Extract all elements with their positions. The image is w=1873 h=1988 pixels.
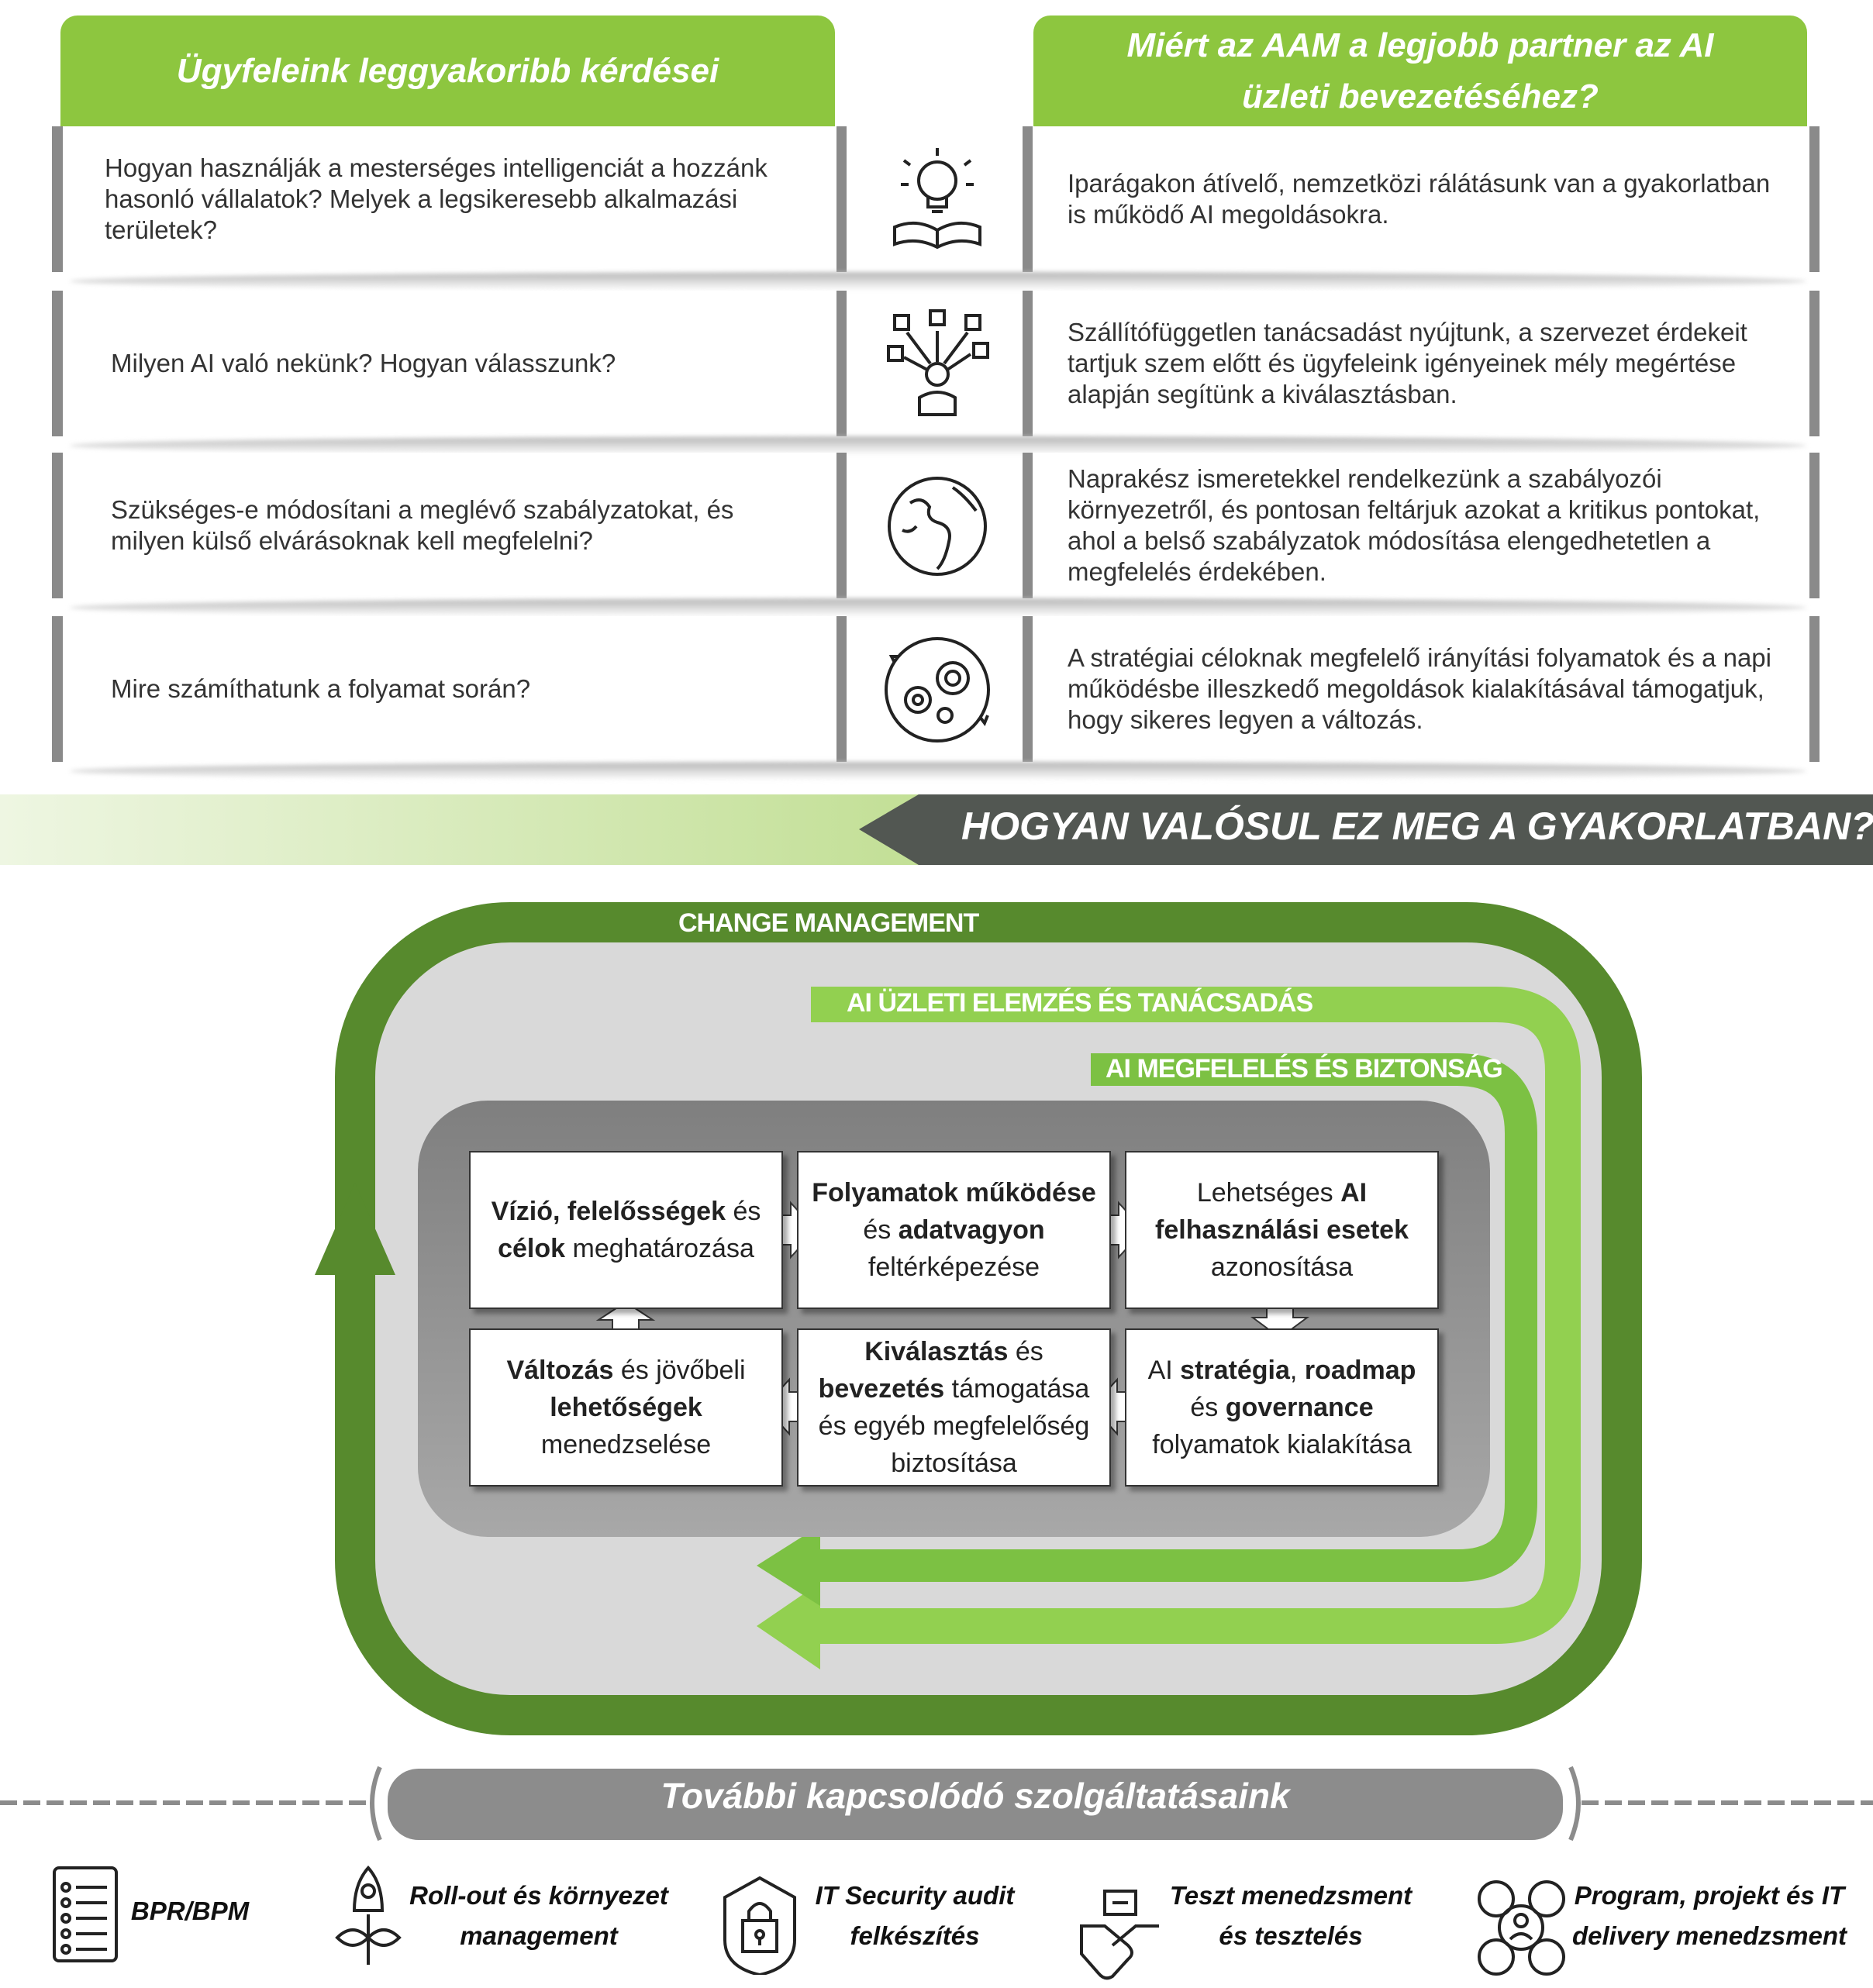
faq-answer: Iparágakon átívelő, nemzetközi rálátásun… xyxy=(1033,126,1809,272)
service-label: Teszt menedzsment és tesztelés xyxy=(1169,1881,1413,1950)
process-step: AI stratégia, roadmap és governance foly… xyxy=(1125,1328,1439,1487)
process-step: Folyamatok működése és adatvagyon feltér… xyxy=(797,1151,1111,1309)
person-choices-icon xyxy=(887,309,989,416)
up-arrow-icon xyxy=(315,1183,395,1275)
compliance-label: AI MEGFELELÉS ÉS BIZTONSÁG xyxy=(1106,1054,1503,1084)
shield-lock-icon xyxy=(723,1876,796,1977)
faq-question: Hogyan használják a mesterséges intellig… xyxy=(63,126,836,272)
faq-question: Milyen AI való nekünk? Hogyan válasszunk… xyxy=(63,291,836,436)
process-step: Lehetséges AI felhasználási esetek azono… xyxy=(1125,1151,1439,1309)
globe-icon xyxy=(888,477,987,576)
practice-banner: HOGYAN VALÓSUL EZ MEG A GYAKORLATBAN? xyxy=(0,794,1873,865)
lightbulb-book-icon xyxy=(893,148,981,250)
handshake-icon xyxy=(1080,1890,1159,1980)
arrow-up-icon xyxy=(595,1301,656,1331)
faq-answer: A stratégiai céloknak megfelelő irányítá… xyxy=(1033,616,1809,762)
process-step: Vízió, felelősségek és célok meghatározá… xyxy=(469,1151,783,1309)
business-analysis-band xyxy=(811,987,1581,1644)
services-header-graphic xyxy=(0,1766,1873,1842)
banner-title: HOGYAN VALÓSUL EZ MEG A GYAKORLATBAN? xyxy=(961,805,1873,848)
services-title: További kapcsolódó szolgáltatásaink xyxy=(661,1776,1290,1816)
faq-question: Mire számíthatunk a folyamat során? xyxy=(63,616,836,762)
band2-arrow-icon xyxy=(757,1525,820,1606)
faq-left-header: Ügyfeleink leggyakoribb kérdései xyxy=(60,16,835,126)
service-label: BPR/BPM xyxy=(130,1897,250,1925)
process-step: Változás és jövőbeli lehetőségek menedzs… xyxy=(469,1328,783,1487)
checklist-icon xyxy=(53,1866,118,1962)
faq-right-header: Miért az AAM a legjobb partner az AI üzl… xyxy=(1033,16,1807,126)
gears-cycle-icon xyxy=(885,637,990,742)
faq-question: Szükséges-e módosítani a meglévő szabály… xyxy=(63,453,836,598)
process-step: Kiválasztás és bevezetés támogatása és e… xyxy=(797,1328,1111,1487)
faq-answer: Naprakész ismeretekkel rendelkezünk a sz… xyxy=(1033,453,1809,598)
service-label: Roll-out és környezet management xyxy=(409,1881,668,1950)
service-label: IT Security audit felkészítés xyxy=(815,1881,1015,1950)
project-management-icon xyxy=(1478,1880,1565,1976)
rocket-icon xyxy=(335,1866,402,1965)
service-label: Program, projekt és IT delivery menedzsm… xyxy=(1572,1881,1847,1950)
faq-answer: Szállítófüggetlen tanácsadást nyújtunk, … xyxy=(1033,291,1809,436)
compliance-band xyxy=(814,1053,1537,1582)
change-management-label: CHANGE MANAGEMENT xyxy=(678,908,979,938)
business-analysis-label: AI ÜZLETI ELEMZÉS ÉS TANÁCSADÁS xyxy=(847,988,1313,1018)
band1-arrow-icon xyxy=(757,1583,820,1669)
arrow-down-icon xyxy=(1250,1307,1310,1339)
